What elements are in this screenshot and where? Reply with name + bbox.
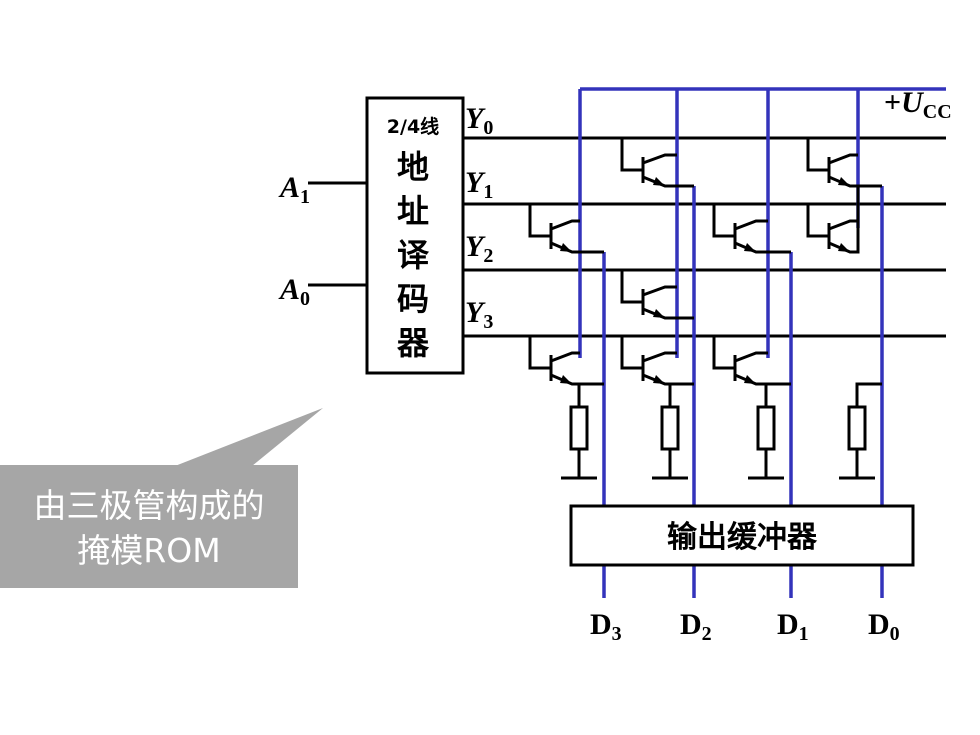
vcc-bus: [578, 87, 946, 358]
output-buffer: 输出缓冲器: [569, 504, 915, 567]
word-line-label-y3: Y3: [465, 296, 493, 333]
callout-pointer: [175, 408, 323, 466]
decoder-char-3: 译: [397, 236, 430, 274]
transistor-y1-d0: [806, 186, 860, 254]
decoder-char-5: 器: [396, 324, 430, 362]
input-label-a1: A1: [278, 171, 310, 208]
resistor-d1: [748, 382, 791, 480]
output-label-d0: D0: [868, 608, 900, 645]
word-line-label-y0: Y0: [465, 102, 493, 139]
transistor-y3-d1: [712, 336, 791, 386]
transistor-y1-d1: [712, 204, 791, 254]
decoder-char-1: 地: [397, 148, 429, 186]
decoder-box: [365, 96, 465, 375]
resistor-d3: [561, 382, 604, 480]
transistor-y0-d2: [620, 138, 694, 188]
word-lines: [463, 136, 946, 338]
transistor-array: [528, 138, 882, 386]
supply-label: +UCC: [884, 86, 952, 123]
callout-box: [0, 465, 298, 588]
transistor-y3-d2: [620, 336, 694, 386]
decoder-char-2: 址: [397, 192, 429, 230]
transistor-y3-d3: [528, 336, 604, 386]
output-buffer-label: 输出缓冲器: [667, 520, 818, 555]
output-label-d2: D2: [680, 608, 712, 645]
word-line-label-y1: Y1: [465, 166, 493, 203]
callout-line-1: 由三极管构成的: [34, 486, 265, 525]
address-decoder: 2/4线 地 址 译 码 器: [365, 96, 465, 375]
output-label-d1: D1: [777, 608, 809, 645]
decoder-type-label: 2/4线: [387, 115, 439, 138]
decoder-char-4: 码: [397, 280, 429, 318]
output-buffer-box: [569, 504, 915, 567]
transistor-y1-d3: [528, 204, 604, 254]
resistor-d2: [652, 382, 694, 480]
resistor-d0: [839, 382, 882, 480]
callout: 由三极管构成的 掩模ROM: [0, 408, 323, 588]
pull-down-resistors: [561, 382, 882, 480]
callout-line-2: 掩模ROM: [77, 531, 220, 570]
transistor-y2-d2: [620, 270, 694, 320]
transistor-y0-d0: [806, 138, 882, 188]
output-label-d3: D3: [590, 608, 622, 645]
input-label-a0: A0: [278, 273, 310, 310]
word-line-label-y2: Y2: [465, 230, 493, 267]
